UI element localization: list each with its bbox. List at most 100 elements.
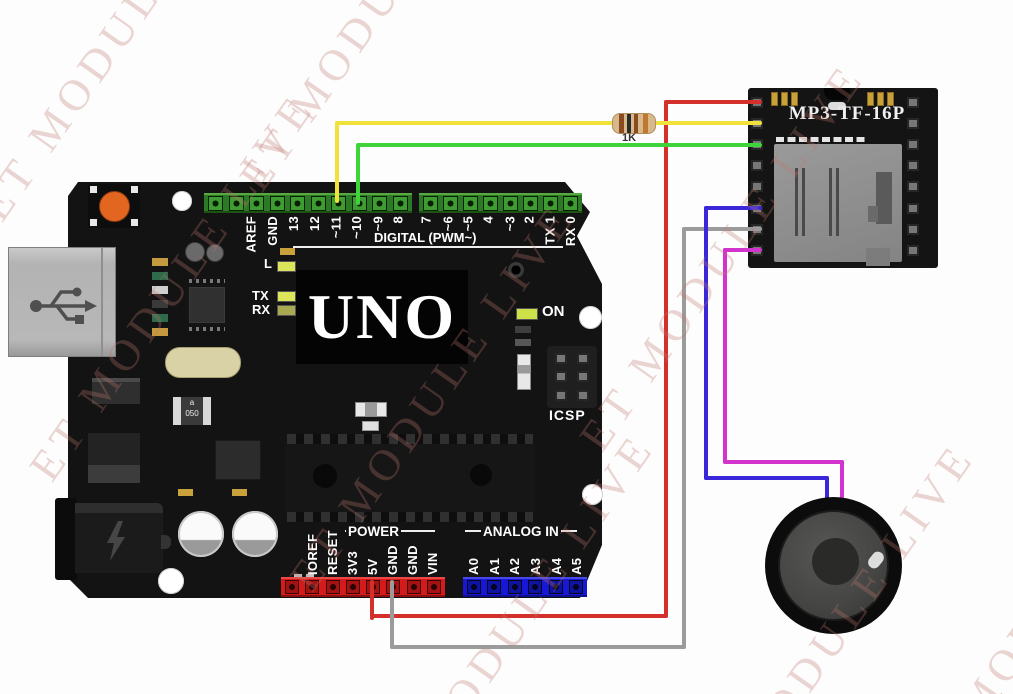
pin-socket	[568, 580, 583, 594]
pin-label-tx1: TX 1	[543, 216, 558, 245]
wire-red-segment	[664, 100, 668, 618]
wire-magenta-segment	[723, 460, 844, 464]
power-jack-flange	[55, 498, 77, 580]
pin-label-13: 13	[286, 216, 301, 232]
chip-dimple	[313, 464, 337, 488]
mounting-hole	[158, 568, 184, 594]
pin-socket	[325, 580, 340, 594]
reset-button-corner	[90, 219, 97, 226]
watermark-text: ET MODULE LIVE	[229, 0, 535, 200]
smd-component	[152, 300, 168, 308]
led-l-label: L	[264, 256, 272, 271]
wire-blue-segment	[704, 476, 829, 480]
usb-connector	[8, 247, 116, 357]
mp3-module: MP3-TF-16P	[748, 88, 938, 268]
analog-header	[463, 577, 587, 597]
mcu-chip	[285, 444, 535, 512]
pin-socket	[483, 195, 498, 211]
smd-component	[152, 328, 168, 336]
pin-socket	[305, 580, 320, 594]
board-title: UNO	[307, 281, 457, 352]
smd-component	[152, 258, 168, 266]
chip-body	[189, 287, 225, 323]
watermark-text: ET MODULE LIVE	[900, 394, 1013, 694]
pin-socket	[345, 580, 360, 594]
smd-component	[152, 314, 168, 322]
capacitor-large	[232, 511, 278, 557]
wire-gray-segment	[390, 580, 394, 649]
smd-component	[515, 339, 531, 346]
lightning-icon	[107, 521, 125, 561]
resistor-band	[643, 114, 648, 133]
pin-socket	[563, 195, 578, 211]
pin-socket	[423, 195, 438, 211]
module-pin	[907, 245, 919, 256]
pin-label-vin: VIN	[425, 552, 440, 575]
module-pin	[907, 97, 919, 108]
pin-socket	[249, 195, 265, 211]
sd-slot-slit	[795, 168, 798, 236]
wire-magenta-segment	[723, 248, 762, 252]
wire-yellow-segment	[335, 123, 339, 203]
capacitor-large	[178, 511, 224, 557]
resistor-band	[627, 114, 631, 133]
module-led-window	[828, 102, 846, 110]
sd-slot-latch	[876, 172, 892, 224]
module-pad	[781, 92, 788, 106]
icsp-pin	[555, 371, 567, 383]
pin-label-rx0: RX 0	[563, 216, 578, 247]
pin-label-gnd2: GND	[405, 545, 420, 575]
led-l	[277, 261, 296, 272]
wire-blue-segment	[825, 476, 829, 506]
pin-socket	[392, 195, 408, 211]
power-jack-nub	[161, 535, 171, 549]
module-pad	[791, 92, 798, 106]
pin-label-11: ~11	[328, 216, 343, 239]
wire-magenta-segment	[840, 460, 844, 508]
pin-socket	[269, 195, 285, 211]
resistor-band	[619, 114, 624, 133]
digital-divider-line	[293, 246, 563, 248]
module-title: MP3-TF-16P	[788, 103, 906, 124]
pin-label-a0: A0	[466, 557, 481, 575]
pin-label-2: 2	[522, 216, 537, 224]
pin-socket	[228, 195, 244, 211]
sd-slot-slit	[829, 168, 832, 236]
pin-socket	[507, 580, 522, 594]
icsp-pin	[555, 390, 567, 402]
led-rx-label: RX	[252, 302, 271, 317]
module-pad	[771, 92, 778, 106]
smd-component	[152, 286, 168, 294]
icsp-header	[547, 346, 597, 408]
smd-component	[517, 354, 531, 390]
soic8-chip	[215, 440, 261, 480]
chip-dimple	[470, 464, 492, 486]
usb-shield-edge	[101, 248, 103, 356]
pin-label-3v3: 3V3	[345, 550, 360, 575]
analog-section-label: ANALOG IN	[481, 524, 561, 539]
wire-red-segment	[370, 580, 374, 620]
resistor-band	[634, 114, 638, 133]
smd-component	[152, 272, 168, 280]
reset-button-corner	[90, 186, 97, 193]
mcu-dip-pins	[287, 434, 533, 446]
wire-green-segment	[356, 145, 360, 205]
uno-silkscreen-box: UNO	[296, 270, 468, 364]
icsp-pin	[555, 352, 567, 364]
led-tx-label: TX	[252, 288, 269, 303]
wire-magenta-segment	[723, 248, 727, 464]
power-section-label: POWER	[346, 524, 402, 539]
resistor-value-label: 1K	[622, 132, 637, 144]
module-pad	[887, 92, 894, 106]
pin-label-a4: A4	[549, 557, 564, 575]
mounting-hole	[582, 484, 603, 505]
digital-section-label: DIGITAL (PWM~)	[374, 230, 477, 245]
led-rx	[277, 305, 296, 316]
wire-blue-segment	[704, 206, 762, 210]
wire-yellow-segment	[335, 121, 762, 125]
pin-label-a2: A2	[507, 557, 522, 575]
module-pad	[867, 92, 874, 106]
smd-component	[280, 248, 295, 255]
resonator-marking-prefix: a	[189, 398, 195, 407]
